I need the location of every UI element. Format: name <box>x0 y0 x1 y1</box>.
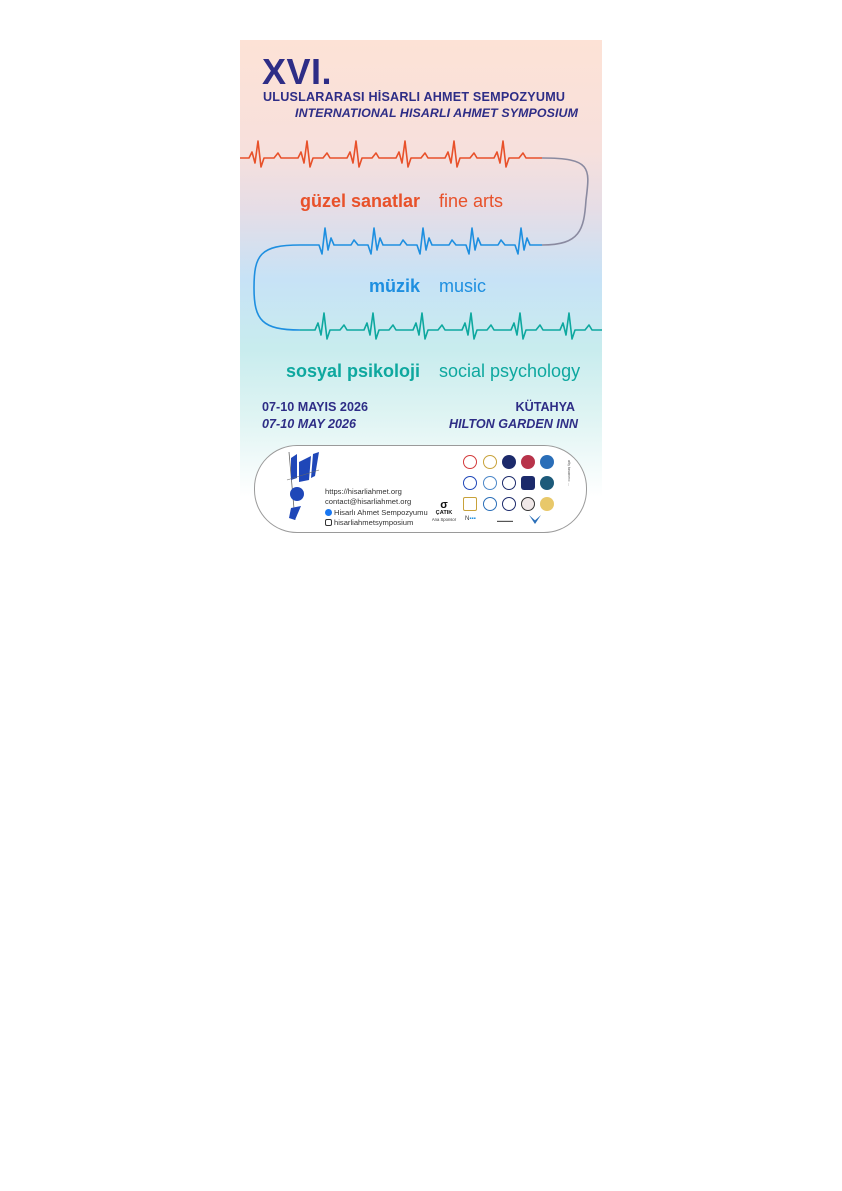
partner-logo-icon <box>483 455 497 469</box>
field-tr-label: güzel sanatlar <box>299 191 420 211</box>
main-sponsor: σ ÇATIK Ana Sponsor <box>431 500 457 523</box>
partner-logo-icon <box>463 455 477 469</box>
partner-logo-icon <box>540 476 554 490</box>
facebook-row[interactable]: Hisarlı Ahmet Sempozyumu <box>325 508 428 518</box>
date-turkish: 07-10 MAYIS 2026 <box>262 400 368 414</box>
email-link[interactable]: contact@hisarliahmet.org <box>325 497 412 507</box>
partner-logo-icon <box>540 455 554 469</box>
partner-logo-icon <box>502 476 516 490</box>
partner-logo-icon <box>483 476 497 490</box>
partner-logo-icon <box>483 497 497 511</box>
heartbeat-line-teal <box>300 312 602 340</box>
design-credit: afiş tasarımı: ... <box>567 460 571 486</box>
field-en-label: music <box>439 276 487 296</box>
heartbeat-line-blue <box>300 227 542 255</box>
facebook-handle: Hisarlı Ahmet Sempozyumu <box>334 507 428 517</box>
partner-logo-icon <box>463 476 477 490</box>
facebook-icon <box>325 508 332 516</box>
field-tr-label: sosyal psikoloji <box>285 361 420 381</box>
connector-left <box>253 244 301 331</box>
website-link[interactable]: https://hisarliahmet.org <box>325 487 402 496</box>
connector-right <box>541 157 589 246</box>
date-english: 07-10 MAY 2026 <box>262 417 357 431</box>
heartbeat-waves <box>240 140 602 340</box>
partner-logo-icon <box>521 476 535 490</box>
partner-logo-icon <box>502 455 516 469</box>
field-en-label: social psychology <box>439 361 581 381</box>
sponsor-logo-icon: σ <box>440 499 448 511</box>
contact-block: https://hisarliahmet.org contact@hisarli… <box>325 487 428 528</box>
info-panel: https://hisarliahmet.org contact@hisarli… <box>254 445 587 533</box>
field-tr-label: müzik <box>368 276 420 296</box>
partner-logo-icon <box>521 497 535 511</box>
partner-logo-icon <box>540 497 554 511</box>
partner-logo-icon: ▬▬▬▬ <box>497 518 513 523</box>
instagram-handle: hisarliahmetsymposium <box>334 517 414 527</box>
sponsor-name: ÇATIK <box>435 510 453 516</box>
partner-logo-icon <box>521 455 535 469</box>
event-city: KÜTAHYA <box>515 400 575 414</box>
field-en-label: fine arts <box>439 191 504 211</box>
partner-logo-icon <box>529 515 541 524</box>
instagram-icon <box>325 518 332 526</box>
sponsor-label: Ana Sponsor <box>431 517 457 522</box>
partner-logo-icon: N▪▪▪ <box>465 516 476 522</box>
edition-number: XVI. <box>262 51 333 92</box>
heartbeat-line-orange <box>240 140 542 168</box>
partner-logo-icon <box>502 497 516 511</box>
title-english: INTERNATIONAL HISARLI AHMET SYMPOSIUM <box>295 106 578 120</box>
symposium-poster: XVI. ULUSLARARASI HİSARLI AHMET SEMPOZYU… <box>240 40 602 537</box>
title-turkish: ULUSLARARASI HİSARLI AHMET SEMPOZYUMU <box>263 90 566 104</box>
instagram-row[interactable]: hisarliahmetsymposium <box>325 518 428 528</box>
partner-logo-icon <box>463 497 477 511</box>
event-venue: HILTON GARDEN INN <box>449 417 578 431</box>
symposium-logo-icon <box>286 451 320 521</box>
